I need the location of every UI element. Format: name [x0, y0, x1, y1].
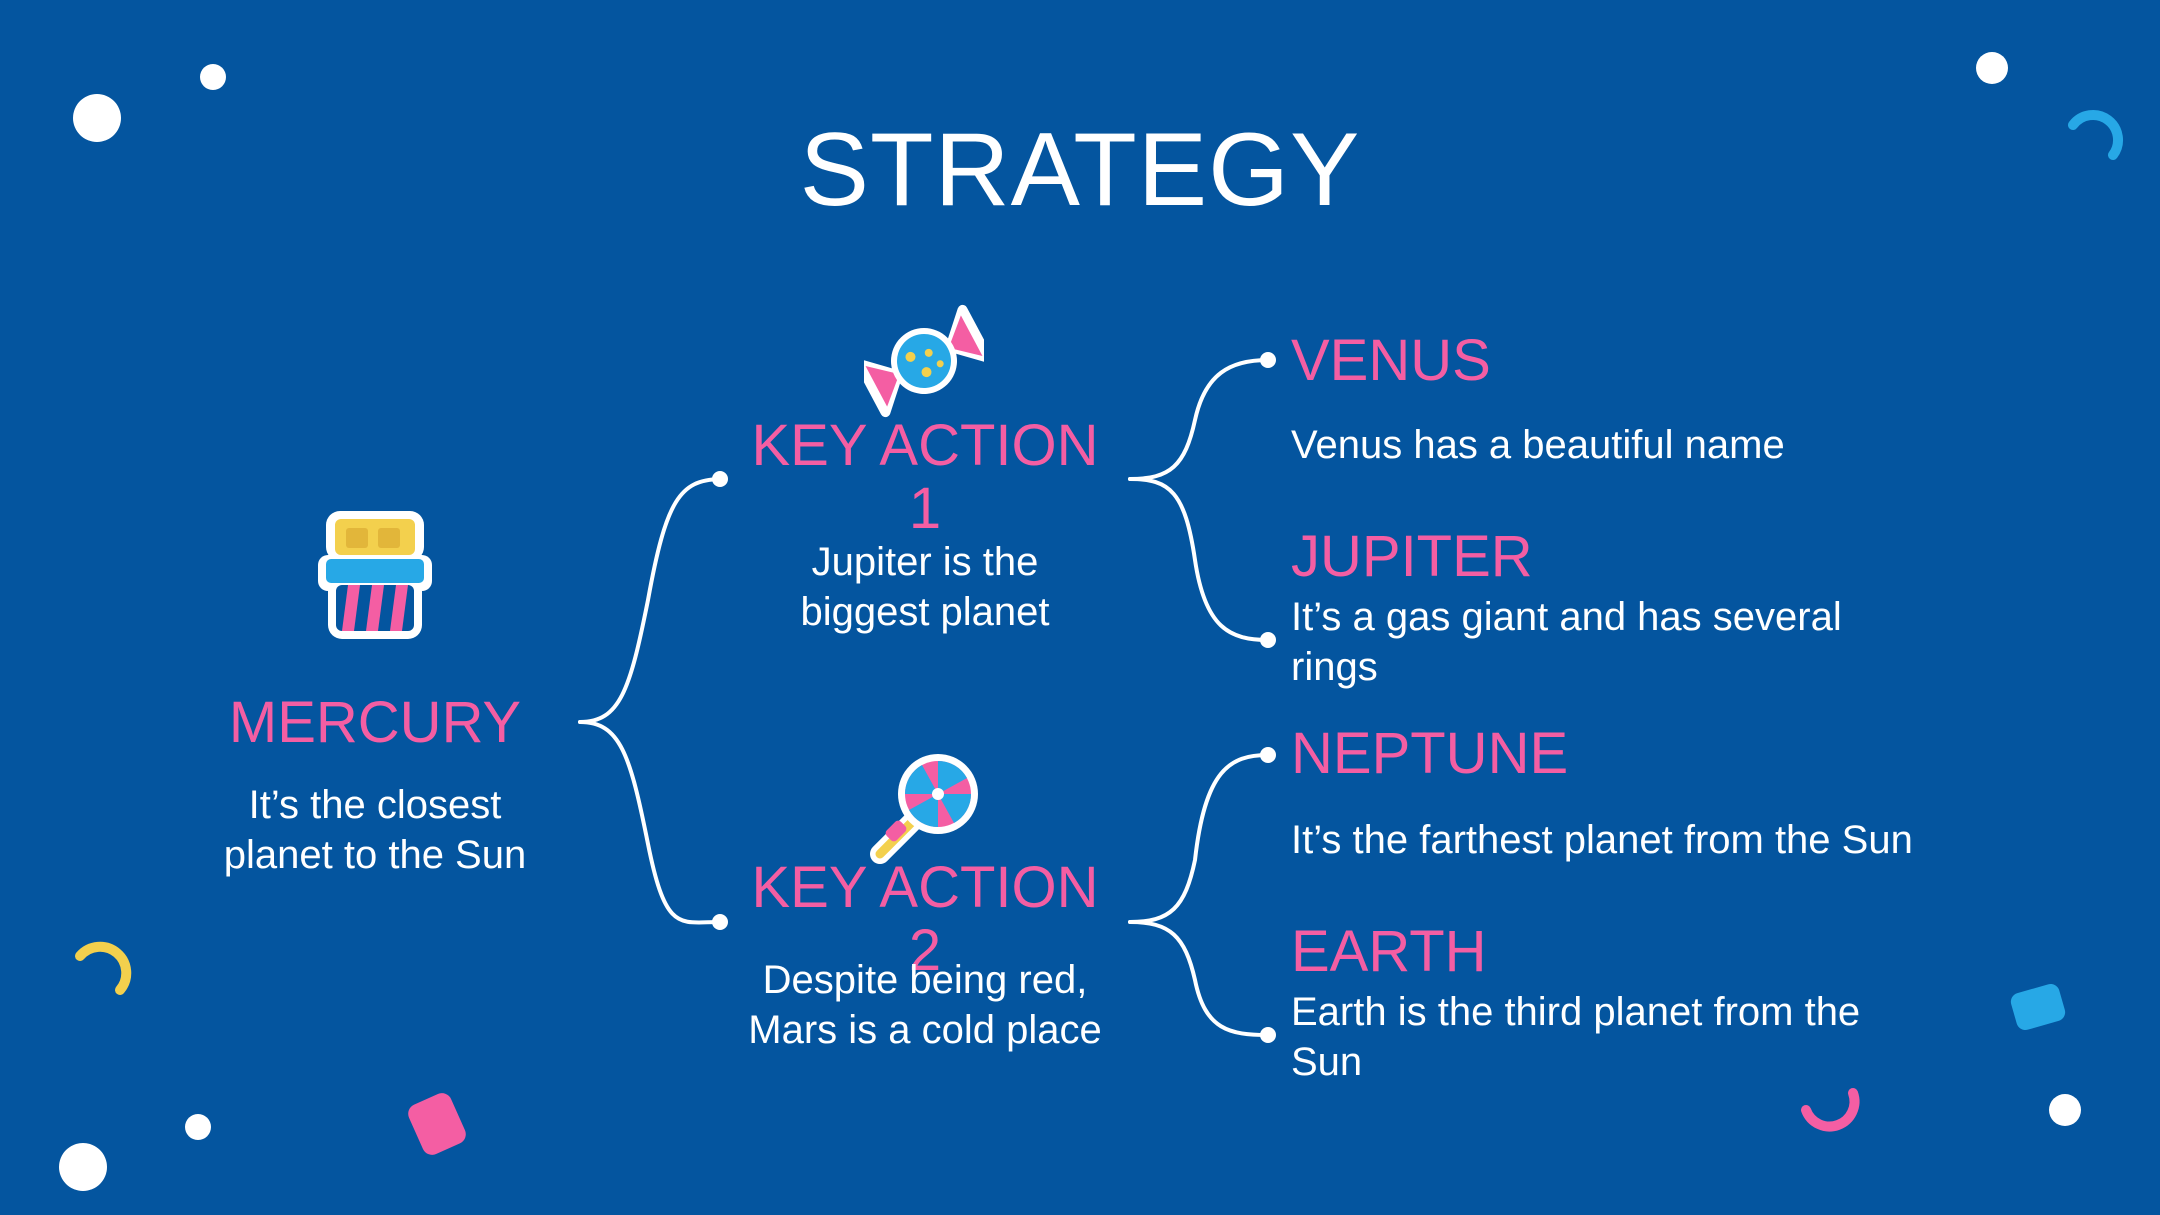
- confetti-arc-icon: [1801, 1088, 1860, 1132]
- page-title: STRATEGY: [799, 112, 1361, 228]
- key-action-2-text: Despite being red, Mars is a cold place: [748, 958, 1102, 1052]
- connector-node: [1260, 1027, 1276, 1043]
- connector-node: [1260, 747, 1276, 763]
- connector-line: [578, 720, 722, 925]
- connector-line: [1128, 753, 1270, 924]
- confetti-candy-icon: [2010, 983, 2066, 1031]
- key-action-2-heading: KEY ACTION 2: [751, 855, 1099, 983]
- earth-heading: EARTH: [1291, 919, 1487, 984]
- confetti-dot-icon: [185, 1114, 211, 1140]
- confetti-candy-icon: [408, 1093, 466, 1155]
- connector-node: [712, 471, 728, 487]
- lollipop-icon: [870, 754, 978, 864]
- connector-node: [1260, 632, 1276, 648]
- confetti-dot-icon: [59, 1143, 107, 1191]
- key-action-1-heading: KEY ACTION 1: [751, 413, 1099, 541]
- wrapped-candy-icon: [864, 304, 984, 418]
- connector-node: [712, 914, 728, 930]
- mercury-text: It’s the closest planet to the Sun: [223, 783, 527, 877]
- venus-heading: VENUS: [1291, 328, 1491, 393]
- connector-line: [578, 477, 722, 724]
- venus-text: Venus has a beautiful name: [1291, 423, 1785, 467]
- confetti-arc-icon: [75, 941, 132, 995]
- jupiter-heading: JUPITER: [1291, 524, 1533, 589]
- jupiter-text: It’s a gas giant and has several rings: [1291, 595, 1842, 689]
- neptune-text: It’s the farthest planet from the Sun: [1291, 818, 1913, 862]
- connector-line: [1128, 920, 1270, 1037]
- mercury-heading: MERCURY: [228, 690, 522, 755]
- connector-node: [1260, 352, 1276, 368]
- key-action-1-text: Jupiter is the biggest planet: [800, 540, 1050, 634]
- connector-line: [1128, 358, 1270, 481]
- confetti-dot-icon: [2049, 1094, 2081, 1126]
- gift-box-icon: [318, 511, 432, 639]
- confetti-dot-icon: [1976, 52, 2008, 84]
- neptune-heading: NEPTUNE: [1291, 721, 1569, 786]
- confetti-dot-icon: [200, 64, 226, 90]
- confetti-dot-icon: [73, 94, 121, 142]
- connector-line: [1128, 477, 1270, 642]
- confetti-arc-icon: [2068, 110, 2123, 160]
- earth-text: Earth is the third planet from the Sun: [1291, 990, 1861, 1084]
